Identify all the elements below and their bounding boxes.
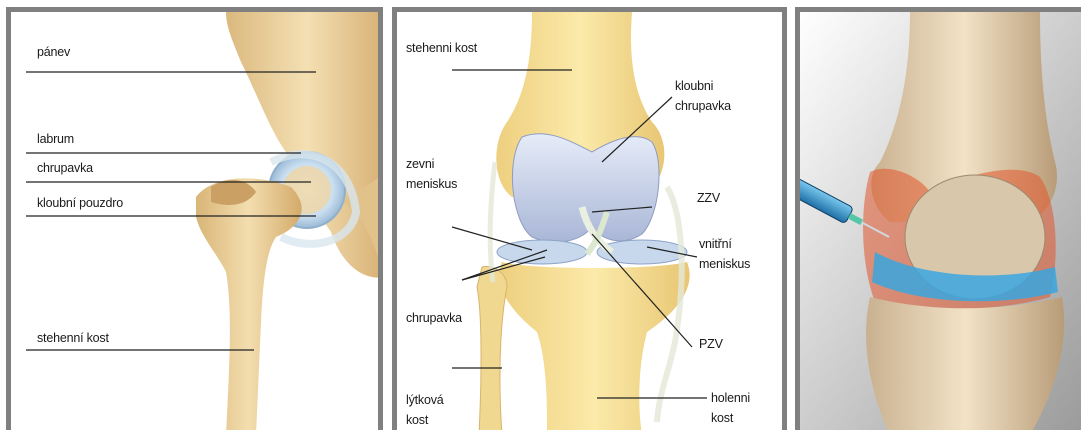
- label-holenni-line2: kost: [711, 408, 733, 428]
- label-kloubni-line2: chrupavka: [675, 96, 731, 116]
- label-pzv: PZV: [699, 334, 723, 354]
- label-chrupavka: chrupavka: [37, 158, 93, 178]
- label-chrupavka: chrupavka: [406, 308, 462, 328]
- label-lytkova-line2: kost: [406, 410, 428, 430]
- label-labrum: labrum: [37, 129, 74, 149]
- hip-joint-panel: pánev labrum chrupavka kloubní pouzdro s…: [6, 7, 383, 430]
- label-panev: pánev: [37, 42, 70, 62]
- label-zevni-line1: zevni: [406, 154, 434, 174]
- label-holenni-line1: holenni: [711, 388, 750, 408]
- fibula-bone: [477, 266, 507, 430]
- knee-anatomy-panel: stehenni kost kloubni chrupavka zevni me…: [392, 7, 787, 430]
- label-vnitrni-line1: vnitřní: [699, 234, 732, 254]
- label-stehenni-kost: stehenni kost: [406, 38, 477, 58]
- knee-injection-panel: [795, 7, 1081, 430]
- knee-illustration: [397, 12, 787, 430]
- hip-illustration: [11, 12, 383, 430]
- tibia-bone: [866, 297, 1064, 430]
- label-zevni-line2: meniskus: [406, 174, 457, 194]
- label-lytkova-line1: lýtková: [406, 390, 444, 410]
- label-kloubni-pouzdro: kloubní pouzdro: [37, 193, 123, 213]
- label-zzv: ZZV: [697, 188, 720, 208]
- label-kloubni-line1: kloubni: [675, 76, 713, 96]
- injection-illustration: [800, 12, 1081, 430]
- label-stehenni-kost: stehenní kost: [37, 328, 109, 348]
- label-vnitrni-line2: meniskus: [699, 254, 750, 274]
